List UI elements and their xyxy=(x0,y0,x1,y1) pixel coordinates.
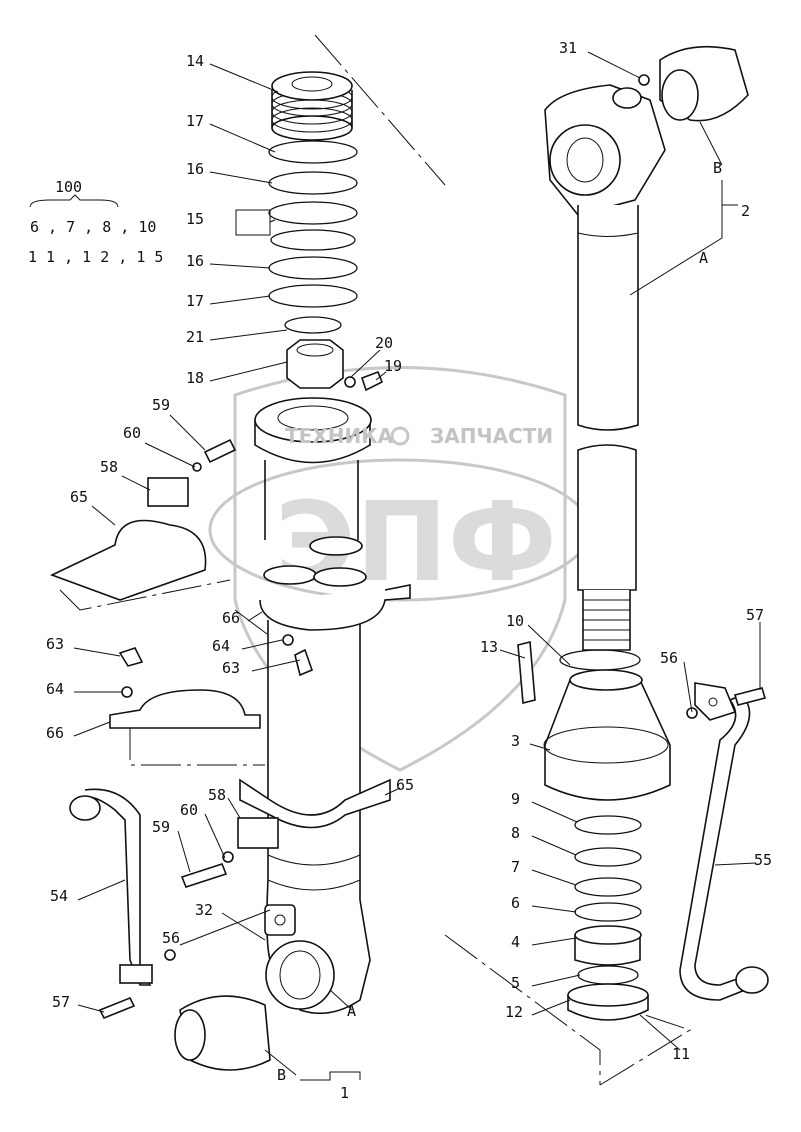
part-label: A xyxy=(699,249,708,267)
part-label: 11 xyxy=(672,1045,690,1063)
part-label: 12 xyxy=(505,1003,523,1021)
part-label: 21 xyxy=(186,328,204,346)
part-label: 63 xyxy=(222,659,240,677)
part-label: 5 xyxy=(511,974,520,992)
part-label: 56 xyxy=(660,649,678,667)
part-label: 60 xyxy=(180,801,198,819)
part-label: 59 xyxy=(152,396,170,414)
group-legend: 100 6 , 7 , 8 , 10 1 1 , 1 2 , 1 5 xyxy=(28,178,163,266)
part-label: 18 xyxy=(186,369,204,387)
part-label: 2 xyxy=(741,202,750,220)
part-label: 32 xyxy=(195,901,213,919)
part-label: 16 xyxy=(186,160,204,178)
part-label: 20 xyxy=(375,334,393,352)
part-label: 9 xyxy=(511,790,520,808)
part-label: 17 xyxy=(186,292,204,310)
part-label: 59 xyxy=(152,818,170,836)
group-brace xyxy=(29,194,119,208)
piston-rod-assembly xyxy=(174,45,749,1071)
part-label: 54 xyxy=(50,887,68,905)
group-members-line2: 1 1 , 1 2 , 1 5 xyxy=(28,248,163,266)
watermark-logo: ЗАПЧАСТИ ЭПФ xyxy=(208,366,592,772)
part-label: 31 xyxy=(559,39,577,57)
part-label: 57 xyxy=(746,606,764,624)
part-label: 56 xyxy=(162,929,180,947)
part-label: 14 xyxy=(186,52,204,70)
part-label: 8 xyxy=(511,824,520,842)
part-label: 15 xyxy=(186,210,204,228)
group-number: 100 xyxy=(55,178,82,196)
part-label: 13 xyxy=(480,638,498,656)
part-label: 65 xyxy=(396,776,414,794)
part-labels: 14 17 16 15 16 17 21 18 20 19 59 60 58 6… xyxy=(46,39,772,1102)
part-label: B xyxy=(713,159,722,177)
part-label: 58 xyxy=(100,458,118,476)
leader-lines xyxy=(73,51,761,1081)
part-label: 7 xyxy=(511,858,520,876)
watermark-text-right: ЗАПЧАСТИ xyxy=(430,424,553,448)
part-label: 10 xyxy=(506,612,524,630)
part-label: 1 xyxy=(340,1084,349,1102)
part-label: 64 xyxy=(212,637,230,655)
part-label: 66 xyxy=(222,609,240,627)
group-members-line1: 6 , 7 , 8 , 10 xyxy=(30,218,156,236)
part-label: 19 xyxy=(384,357,402,375)
part-label: 58 xyxy=(208,786,226,804)
part-label: 4 xyxy=(511,933,520,951)
part-label: 57 xyxy=(52,993,70,1011)
part-label: A xyxy=(347,1002,356,1020)
part-label: 66 xyxy=(46,724,64,742)
part-label: 64 xyxy=(46,680,64,698)
pipes xyxy=(69,682,769,1020)
part-label: B xyxy=(277,1066,286,1084)
part-label: 3 xyxy=(511,732,520,750)
part-label: 16 xyxy=(186,252,204,270)
cylinder-head-and-rod xyxy=(254,397,372,587)
part-label: 17 xyxy=(186,112,204,130)
part-label: 65 xyxy=(70,488,88,506)
part-label: 55 xyxy=(754,851,772,869)
watermark-text-left: ТЕХНИКА xyxy=(285,424,394,448)
clamps xyxy=(49,438,411,888)
part-label: 60 xyxy=(123,424,141,442)
part-label: 6 xyxy=(511,894,520,912)
piston-assembly xyxy=(268,71,384,392)
part-label: 63 xyxy=(46,635,64,653)
